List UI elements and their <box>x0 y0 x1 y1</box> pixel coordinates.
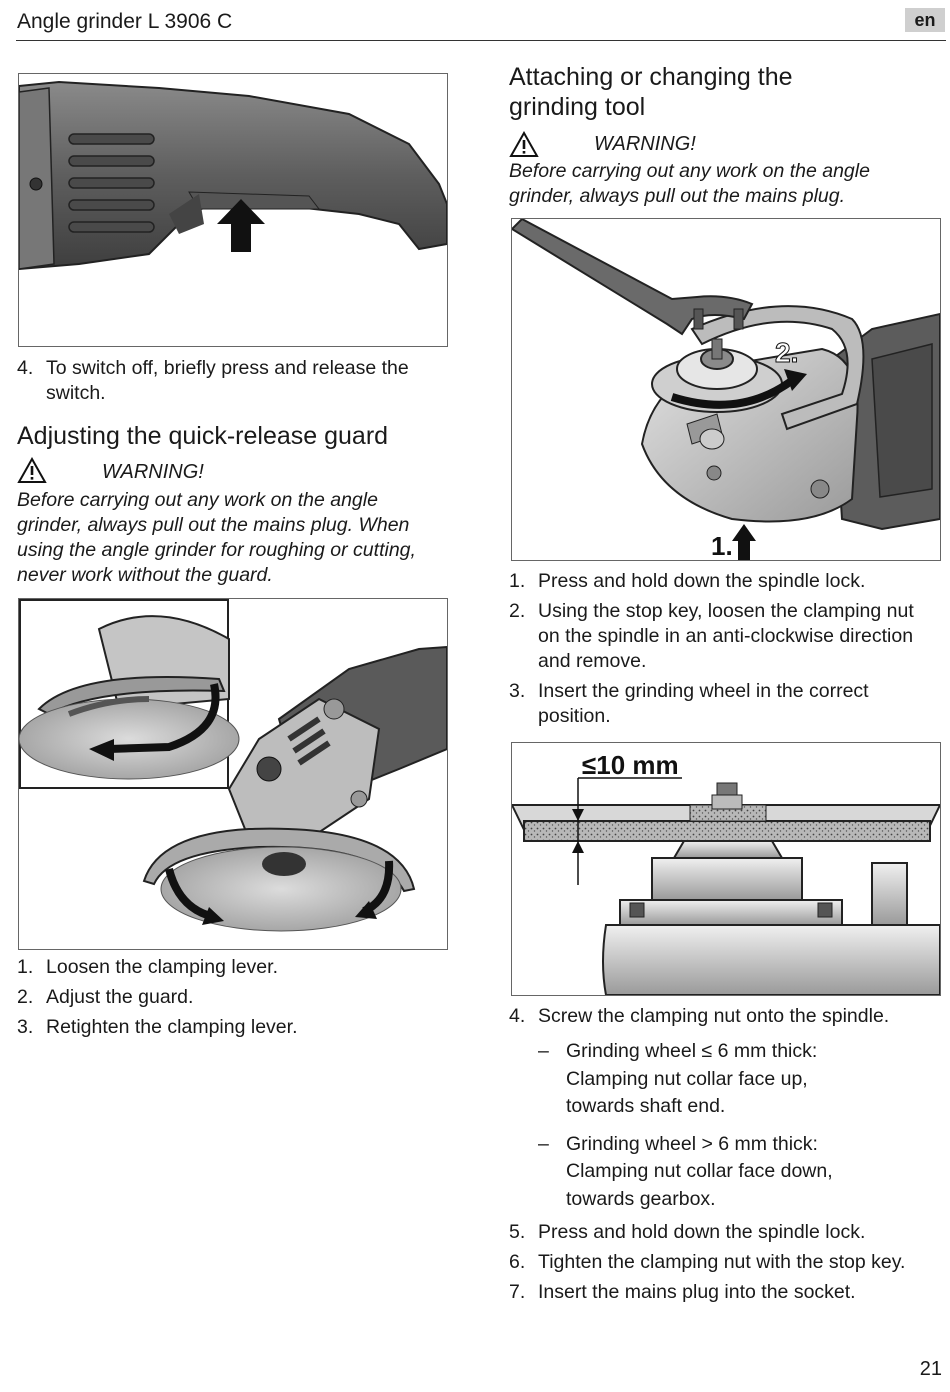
guard-adjust-illustration <box>19 599 447 932</box>
step-number: 3. <box>17 1016 34 1038</box>
step-number: 1. <box>509 570 526 592</box>
step-text: Tighten the clamping nut with the stop k… <box>538 1251 906 1273</box>
switch-figure <box>18 73 448 347</box>
spindle-figure: 1. 2. <box>511 218 941 561</box>
wheel-thickness-notes: – Grinding wheel ≤ 6 mm thick: Clamping … <box>538 1038 878 1223</box>
arrow-icon <box>784 369 807 391</box>
step-text: To switch off, briefly press and release… <box>46 357 409 404</box>
list-item: 5. Press and hold down the spindle lock. <box>509 1220 950 1245</box>
arrow-icon <box>572 809 584 821</box>
list-item: 3. Insert the grinding wheel in the corr… <box>509 679 929 729</box>
step-number: 7. <box>509 1281 526 1303</box>
step-number: 2. <box>509 600 526 622</box>
arrow-icon <box>355 901 377 919</box>
dash: – <box>538 1132 549 1155</box>
attach-warning-text: Before carrying out any work on the angl… <box>509 160 870 207</box>
warning-triangle-icon <box>509 131 539 157</box>
list-item: 4. Screw the clamping nut onto the spind… <box>509 1004 939 1029</box>
arrow-icon <box>217 199 265 252</box>
guard-warning-text: Before carrying out any work on the angl… <box>17 489 416 586</box>
step-number: 4. <box>509 1005 526 1027</box>
figure-label-step-two: 2. <box>775 337 798 368</box>
list-item: – Grinding wheel > 6 mm thick: Clamping … <box>538 1131 878 1214</box>
list-item: 3. Retighten the clamping lever. <box>17 1015 447 1040</box>
guard-figure <box>18 598 448 950</box>
language-badge: en <box>905 8 945 32</box>
step-number: 6. <box>509 1251 526 1273</box>
arrow-icon <box>202 907 224 925</box>
stop-key-illustration: 1. 2. <box>512 219 940 560</box>
list-item: 4. To switch off, briefly press and rele… <box>17 356 447 406</box>
list-item: 1. Loosen the clamping lever. <box>17 955 447 980</box>
list-item: 7. Insert the mains plug into the socket… <box>509 1280 950 1305</box>
guard-steps: 1. Loosen the clamping lever. 2. Adjust … <box>17 955 447 1045</box>
grinder-switch-illustration <box>19 80 447 271</box>
figure-label-thickness: ≤10 mm <box>582 750 679 780</box>
step-text: Adjust the guard. <box>46 986 194 1008</box>
list-item: 2. Using the stop key, loosen the clampi… <box>509 599 929 674</box>
warning-triangle-icon <box>17 457 47 483</box>
step-text: Press and hold down the spindle lock. <box>538 1221 866 1243</box>
arrow-icon <box>572 841 584 853</box>
list-item: – Grinding wheel ≤ 6 mm thick: Clamping … <box>538 1038 878 1121</box>
step-four-list: 4. Screw the clamping nut onto the spind… <box>509 1004 939 1034</box>
wheel-thickness-figure: ≤10 mm <box>511 742 941 996</box>
header-divider <box>16 40 946 41</box>
switch-off-steps: 4. To switch off, briefly press and rele… <box>17 356 447 411</box>
step-text: Retighten the clamping lever. <box>46 1016 298 1038</box>
step-number: 3. <box>509 680 526 702</box>
step-number: 2. <box>17 986 34 1008</box>
step-text: Screw the clamping nut onto the spindle. <box>538 1005 890 1027</box>
final-steps: 5. Press and hold down the spindle lock.… <box>509 1220 950 1310</box>
figure-label-step-one: 1. <box>711 531 733 560</box>
guard-heading: Adjusting the quick-release guard <box>17 422 389 450</box>
list-item: 1. Press and hold down the spindle lock. <box>509 569 929 594</box>
step-number: 4. <box>17 357 34 379</box>
document-title: Angle grinder L 3906 C <box>17 10 233 33</box>
step-number: 1. <box>17 956 34 978</box>
step-number: 5. <box>509 1221 526 1243</box>
wheel-cross-section-illustration: ≤10 mm <box>512 750 940 995</box>
step-text: Insert the mains plug into the socket. <box>538 1281 856 1303</box>
step-text: Using the stop key, loosen the clamping … <box>538 600 914 672</box>
page-number: 21 <box>919 1358 942 1380</box>
dash: – <box>538 1040 549 1062</box>
note-text: Grinding wheel ≤ 6 mm thick: Clamping nu… <box>566 1040 818 1117</box>
arrow-icon <box>89 739 114 761</box>
step-text: Insert the grinding wheel in the correct… <box>538 680 869 727</box>
step-text: Press and hold down the spindle lock. <box>538 570 866 592</box>
attach-steps: 1. Press and hold down the spindle lock.… <box>509 569 929 734</box>
guard-warning-label: WARNING! <box>102 461 204 483</box>
arrow-icon <box>732 524 756 560</box>
note-text: Grinding wheel > 6 mm thick: Clamping nu… <box>566 1132 833 1210</box>
step-text: Loosen the clamping lever. <box>46 956 278 978</box>
attach-heading: Attaching or changing the grinding tool <box>509 63 793 121</box>
list-item: 2. Adjust the guard. <box>17 985 447 1010</box>
attach-warning-label: WARNING! <box>594 133 696 155</box>
list-item: 6. Tighten the clamping nut with the sto… <box>509 1250 950 1275</box>
